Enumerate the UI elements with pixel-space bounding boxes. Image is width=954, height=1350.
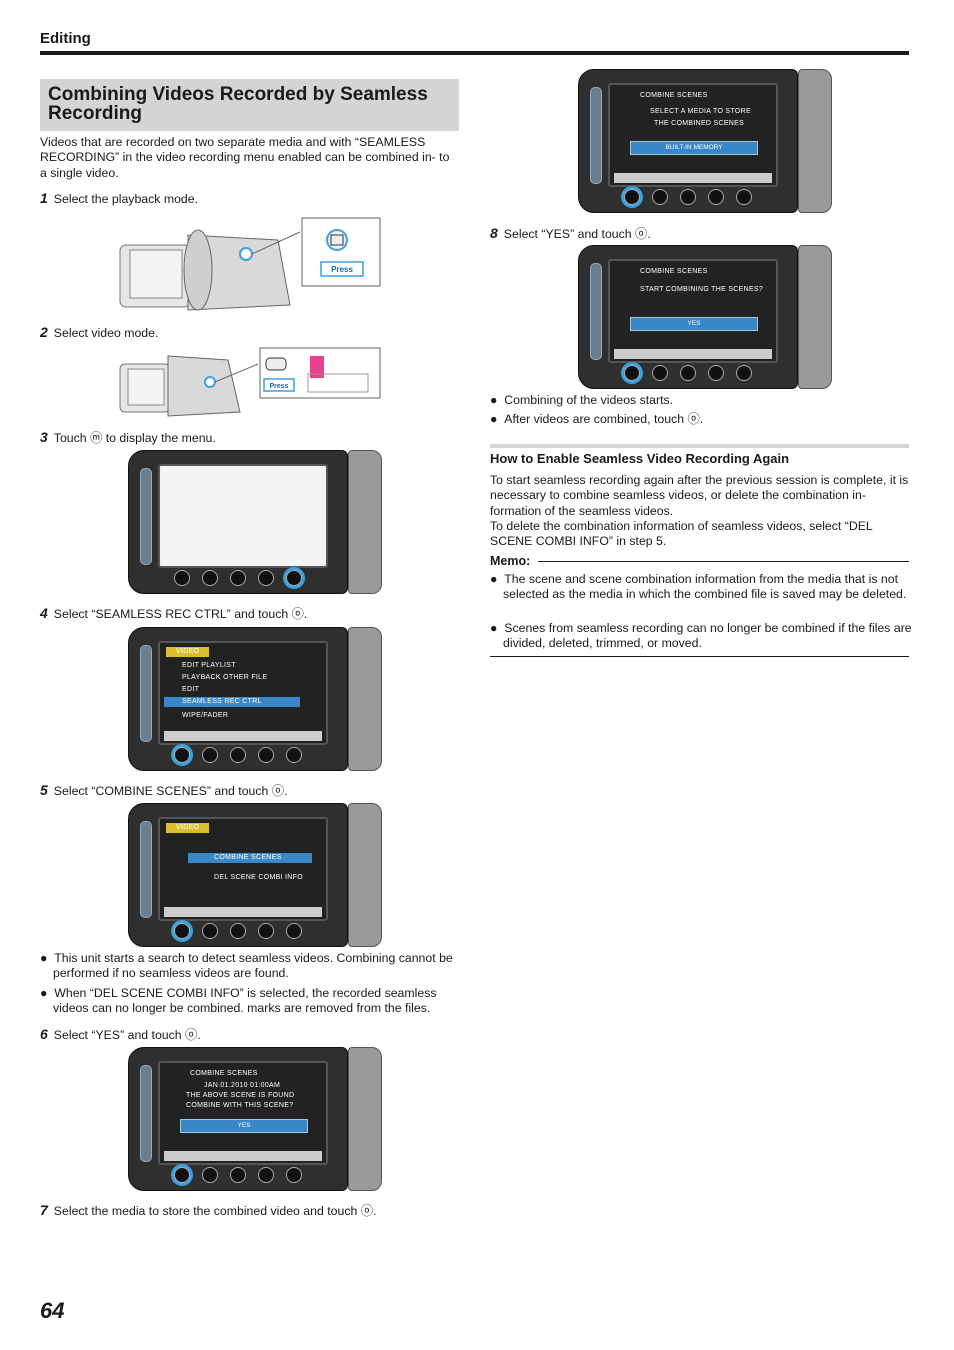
memo-label: Memo: (490, 554, 531, 568)
memo-rule (538, 561, 909, 562)
step-text: Select “COMBINE SCENES” and touch ⓞ. (53, 784, 288, 798)
yes-option[interactable]: YES (630, 317, 758, 331)
camcorder-illustration-1: Press (119, 217, 381, 311)
step-8: 8 Select “YES” and touch ⓞ. (490, 224, 651, 242)
subsection-paragraph: To delete the combination information of… (490, 519, 873, 549)
step-text: Touch ⓜ to display the menu. (53, 431, 216, 445)
header-rule (40, 51, 909, 55)
memo-item: ● The scene and scene combination inform… (490, 572, 907, 602)
step-text: Select video mode. (53, 326, 159, 340)
menu-button[interactable] (286, 570, 302, 586)
ok-button[interactable] (174, 1167, 190, 1183)
svg-text:Press: Press (269, 383, 288, 390)
ok-button[interactable] (624, 365, 640, 381)
step-6: 6 Select “YES” and touch ⓞ. (40, 1025, 201, 1043)
step-4: 4 Select “SEAMLESS REC CTRL” and touch ⓞ. (40, 604, 307, 622)
step-2: 2 Select video mode. (40, 324, 158, 340)
step-text: Select “YES” and touch ⓞ. (53, 1028, 201, 1042)
step-text: Select the media to store the combined v… (53, 1204, 377, 1218)
note-item: ● This unit starts a search to detect se… (40, 951, 453, 981)
step-number: 6 (40, 1026, 48, 1042)
memo-item: ● Scenes from seamless recording can no … (490, 621, 912, 651)
intro-paragraph: Videos that are recorded on two separate… (40, 135, 450, 180)
step-5: 5 Select “COMBINE SCENES” and touch ⓞ. (40, 781, 288, 799)
subsection-rule (490, 444, 909, 448)
section-label: Editing (40, 30, 91, 47)
step-number: 5 (40, 782, 48, 798)
ok-button[interactable] (174, 923, 190, 939)
step-number: 8 (490, 225, 498, 241)
seamless-rec-ctrl-item[interactable]: SEAMLESS REC CTRL (164, 697, 300, 707)
step-number: 1 (40, 190, 48, 206)
step-text: Select the playback mode. (53, 192, 199, 206)
note-item: ● After videos are combined, touch ⓞ. (490, 412, 704, 426)
yes-option[interactable]: YES (180, 1119, 308, 1133)
page-title: Combining Videos Recorded by Seamless Re… (48, 84, 428, 124)
subsection-paragraph: To start seamless recording again after … (490, 473, 909, 518)
step-text: Select “YES” and touch ⓞ. (503, 227, 651, 241)
page-number: 64 (40, 1298, 65, 1323)
title-box: Combining Videos Recorded by Seamless Re… (40, 79, 459, 131)
built-in-memory-option[interactable]: BUILT-IN MEMORY (630, 141, 758, 155)
ok-button[interactable] (174, 747, 190, 763)
step-number: 2 (40, 324, 48, 340)
step-number: 3 (40, 429, 48, 445)
combine-scenes-item[interactable]: COMBINE SCENES (188, 853, 312, 863)
step-1: 1 Select the playback mode. (40, 190, 198, 206)
step-number: 7 (40, 1202, 48, 1218)
step-number: 4 (40, 605, 48, 621)
ok-button[interactable] (624, 189, 640, 205)
step-7: 7 Select the media to store the combined … (40, 1201, 376, 1219)
note-item: ● Combining of the videos starts. (490, 393, 674, 407)
subsection-heading: How to Enable Seamless Video Recording A… (490, 451, 790, 466)
step-3: 3 Touch ⓜ to display the menu. (40, 428, 216, 446)
press-label: Press (331, 265, 353, 274)
step-text: Select “SEAMLESS REC CTRL” and touch ⓞ. (53, 607, 308, 621)
note-item: ● When “DEL SCENE COMBI INFO” is selecte… (40, 986, 437, 1016)
memo-bottom-rule (490, 656, 909, 657)
camcorder-illustration-2: Press (119, 347, 381, 417)
